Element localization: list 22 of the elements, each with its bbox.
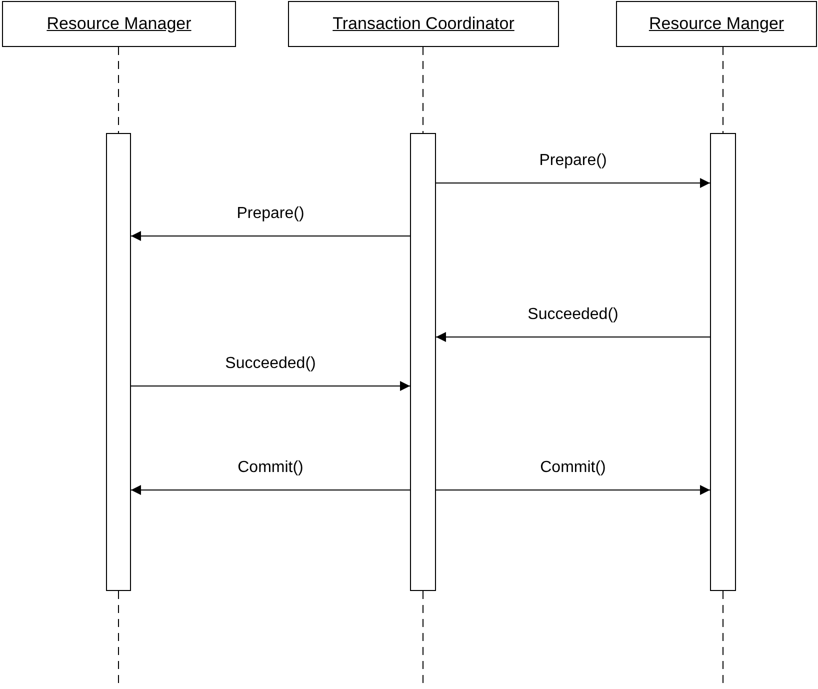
- message-label: Commit(): [538, 459, 608, 477]
- activation-bar: [106, 133, 131, 591]
- message-arrow: [436, 178, 710, 188]
- activation-bar: [410, 133, 436, 591]
- lifeline-header-box: [2, 1, 236, 47]
- message-arrow: [130, 485, 410, 495]
- participant-name: Resource Manger: [648, 14, 784, 34]
- message-label: Commit(): [236, 459, 306, 477]
- participant-name: Resource Manager: [46, 14, 192, 34]
- message-arrow: [130, 381, 410, 391]
- lifeline: [118, 46, 119, 134]
- message-arrow: [130, 231, 410, 241]
- message-arrow: [436, 332, 710, 342]
- message-label: Succeeded(): [223, 355, 318, 373]
- lifeline-header-box: [288, 1, 559, 47]
- participant-name: Transaction Coordinator: [332, 14, 514, 34]
- activation-bar: [710, 133, 736, 591]
- lifeline-header-box: [616, 1, 817, 47]
- message-arrow: [436, 485, 710, 495]
- lifeline: [722, 46, 724, 134]
- lifeline: [422, 46, 424, 134]
- message-label: Succeeded(): [526, 306, 620, 324]
